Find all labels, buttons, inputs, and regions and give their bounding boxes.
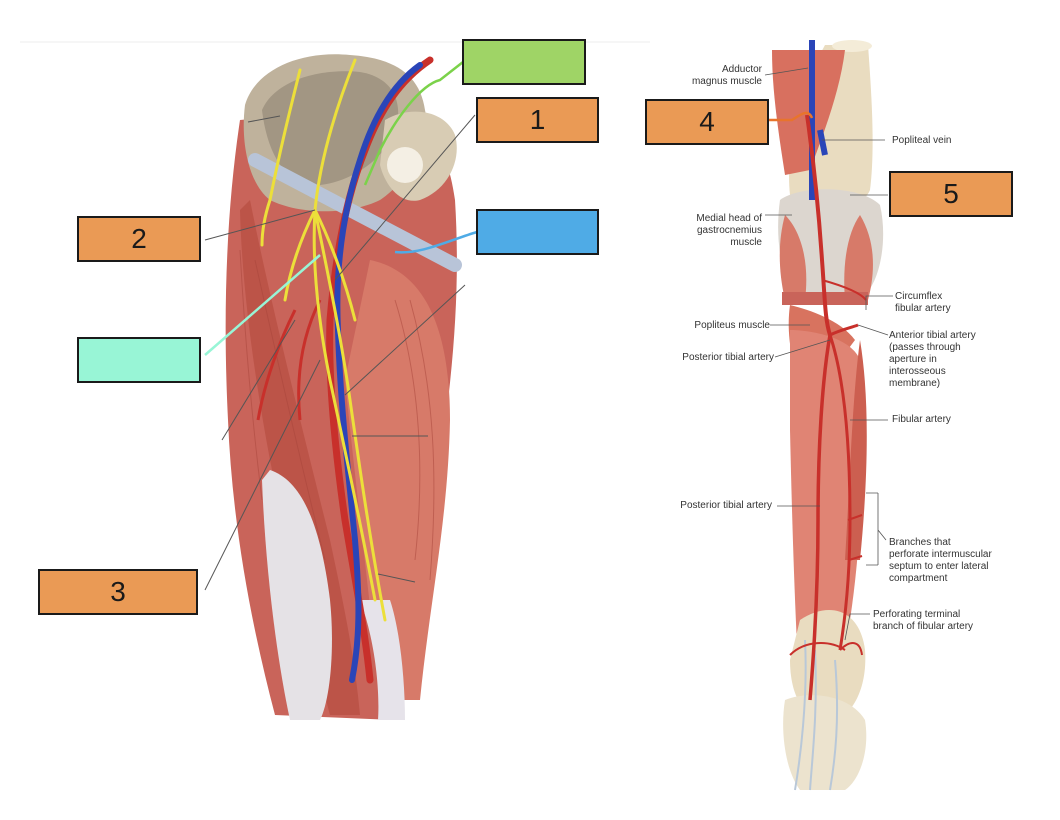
foot-bones: [783, 695, 867, 790]
leader-line: [334, 114, 476, 281]
hip-leader-lines: [204, 114, 476, 591]
label-posterior-tibial-artery-lower: Posterior tibial artery: [680, 500, 772, 512]
leader-line: [204, 209, 316, 241]
label-line: Branches that: [889, 537, 951, 548]
obturator-foramen: [387, 147, 423, 183]
popliteal-vein-lower: [817, 129, 828, 156]
label-posterior-tibial-artery-upper: Posterior tibial artery: [682, 352, 774, 364]
label-line: fibular artery: [895, 303, 951, 314]
label-box-2[interactable]: 2: [77, 216, 201, 262]
leader-line: [857, 324, 889, 336]
label-line: aperture in: [889, 354, 937, 365]
label-line: Popliteus muscle: [694, 320, 770, 331]
leader-line: [844, 613, 870, 641]
label-line: Adductor: [721, 64, 762, 75]
label-line: muscle: [730, 237, 762, 248]
label-line: Posterior tibial artery: [682, 352, 774, 363]
foot-artery-loop: [789, 642, 846, 656]
artery-branch: [297, 299, 322, 421]
label-box-teal-blank[interactable]: [77, 337, 201, 383]
nerves: [260, 58, 387, 622]
circumflex-fibular-artery: [821, 279, 867, 301]
label-line: Posterior tibial artery: [680, 500, 772, 511]
gastrocnemius-head: [779, 215, 807, 300]
label-line: Perforating terminal: [873, 609, 961, 620]
leader-line: [377, 573, 416, 583]
label-line: perforate intermuscular: [889, 549, 992, 560]
label-box-5[interactable]: 5: [889, 171, 1013, 217]
label-box-blue-blank[interactable]: [476, 209, 599, 255]
teal-connector: [204, 254, 321, 356]
label-popliteus-muscle: Popliteus muscle: [694, 320, 770, 332]
hip-thigh-illustration: [225, 54, 462, 720]
leg-illustration: [772, 40, 884, 791]
label-box-4[interactable]: 4: [645, 99, 769, 145]
perforating-branch: [848, 555, 863, 561]
label-box-green-blank[interactable]: [462, 39, 586, 85]
label-line: Anterior tibial artery: [889, 330, 976, 341]
green-connector: [363, 61, 464, 186]
label-line: Medial head of: [696, 213, 762, 224]
artery-branch: [256, 309, 297, 421]
leader-line: [204, 359, 321, 591]
adductor-muscle: [345, 260, 450, 700]
gastrocnemius-head: [844, 215, 873, 300]
label-popliteal-vein: Popliteal vein: [892, 135, 951, 147]
perforating-branch: [847, 514, 863, 521]
leader-line: [344, 284, 466, 396]
leader-line: [866, 492, 887, 566]
label-box-1[interactable]: 1: [476, 97, 599, 143]
blue-connector: [394, 230, 478, 254]
fascia-lata: [262, 470, 332, 720]
popliteal-artery: [805, 114, 832, 336]
leader-line: [865, 295, 893, 310]
label-line: septum to enter lateral: [889, 561, 989, 572]
leader-line: [247, 115, 281, 123]
label-line: Circumflex: [895, 291, 943, 302]
label-line: gastrocnemius: [696, 225, 762, 236]
muscle-striations: [239, 249, 435, 581]
label-line: Fibular artery: [892, 414, 951, 425]
label-box-3[interactable]: 3: [38, 569, 198, 615]
femur-cut: [832, 40, 872, 52]
leader-line: [221, 319, 296, 441]
label-fibular-artery: Fibular artery: [892, 414, 951, 426]
label-line: (passes through: [889, 342, 961, 353]
label-line: branch of fibular artery: [873, 621, 974, 632]
label-line: interosseous: [889, 366, 946, 377]
label-line: membrane): [889, 378, 941, 389]
ankle-bones: [790, 610, 866, 720]
foot-tendons: [794, 639, 839, 791]
leader-line: [774, 339, 831, 358]
anterior-tibial-artery: [829, 323, 859, 337]
leg-leader-lines: [764, 67, 893, 641]
label-line: compartment: [889, 573, 948, 584]
leader-line: [764, 67, 809, 76]
label-line: magnus muscle: [691, 76, 762, 87]
knee-tendon: [360, 600, 405, 720]
inguinal-ligament: [248, 153, 462, 272]
orange-connector: [768, 111, 814, 122]
label-line: Popliteal vein: [892, 135, 952, 146]
